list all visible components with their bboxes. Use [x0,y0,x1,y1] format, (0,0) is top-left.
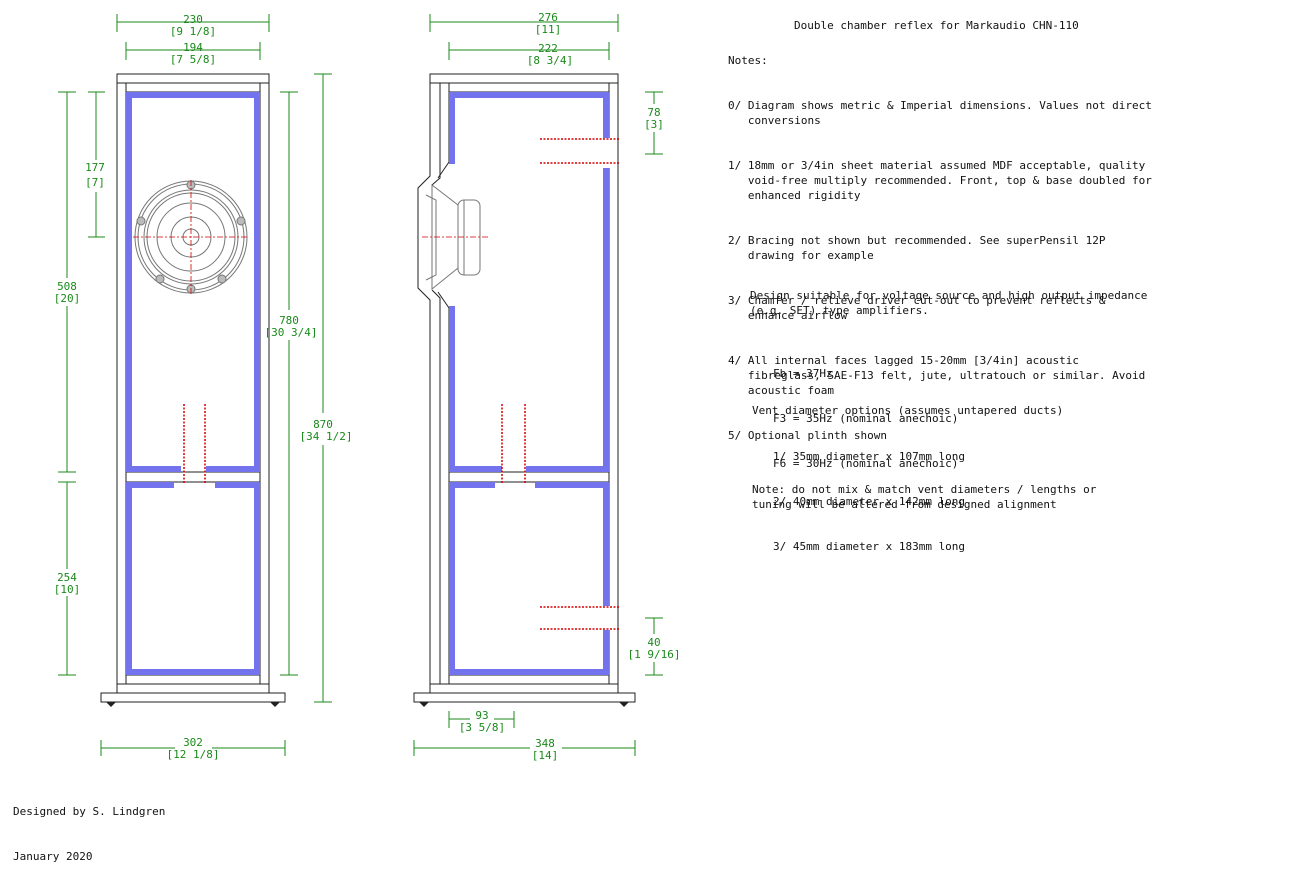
drawing-title: Double chamber reflex for Markaudio CHN-… [794,19,1079,32]
front-plinth [100,692,286,703]
note-3: 3/ Chamfer / relieve driver cut-out to p… [728,294,1106,322]
front-view [100,73,286,707]
side-cabinet-outline [417,73,619,694]
dim-foot-offset: 93 [475,709,488,722]
front-cabinet-outline [116,73,270,694]
vent-option-3: 3/ 45mm diameter x 183mm long [773,540,966,553]
dim-top-vent-offset-imperial: [3] [644,118,664,131]
note-2: 2/ Bracing not shown but recommended. Se… [728,234,1106,262]
credit-date: January 2020 [13,850,93,863]
front-driver [133,180,249,295]
dim-upper-chamber: 508 [57,280,77,293]
dimension-labels: 230 [9 1/8] 194 [7 5/8] 177 [7] 508 [20]… [54,11,681,762]
notes-heading: Notes: [728,54,768,67]
notes-list: 0/ Diagram shows metric & Imperial dimen… [728,68,1152,458]
dim-plinth-width-imperial: [12 1/8] [167,748,220,761]
dim-lower-chamber-imperial: [10] [54,583,81,596]
vent-note: Note: do not mix & match vent diameters … [752,483,1097,511]
dim-total-height-imperial: [34 1/2] [300,430,353,443]
dim-upper-chamber-imperial: [20] [54,292,81,305]
param-f6: F6 = 30Hz (nominal anechoic) [773,457,959,470]
dimension-lines [58,14,663,756]
dim-side-depth-inner-imperial: [8 3/4] [527,54,573,67]
side-vents [501,138,620,630]
vent-options: 1/ 35mm diameter x 107mm long 2/ 40mm di… [773,419,965,569]
dim-bottom-vent-offset: 40 [647,636,660,649]
dim-cabinet-height-imperial: [30 3/4] [265,326,318,339]
side-plinth [413,692,636,703]
dim-side-depth-inner: 222 [538,42,558,55]
dim-front-width-inner: 194 [183,41,203,54]
dim-side-depth-outer-imperial: [11] [535,23,562,36]
credit: Designed by S. Lindgren January 2020 [13,774,165,879]
dim-front-width-inner-imperial: [7 5/8] [170,53,216,66]
dim-plinth-width: 302 [183,736,203,749]
note-1: 1/ 18mm or 3/4in sheet material assumed … [728,159,1152,202]
param-fb: Fb = 37Hz [773,367,833,380]
note-4: 4/ All internal faces lagged 15-20mm [3/… [728,354,1146,397]
cabinet-drawing: 230 [9 1/8] 194 [7 5/8] 177 [7] 508 [20]… [54,11,681,762]
dim-foot-offset-imperial: [3 5/8] [459,721,505,734]
dim-cabinet-height: 780 [279,314,299,327]
dim-side-depth-outer: 276 [538,11,558,24]
side-driver [422,183,488,291]
dim-plinth-depth-imperial: [14] [532,749,559,762]
dim-driver-height: 177 [85,161,105,174]
credit-designer: Designed by S. Lindgren [13,805,166,818]
param-f3: F3 = 35Hz (nominal anechoic) [773,412,959,425]
vent-option-1: 1/ 35mm diameter x 107mm long [773,450,966,463]
dim-top-vent-offset: 78 [647,106,660,119]
note-0: 0/ Diagram shows metric & Imperial dimen… [728,99,1152,127]
front-vent [183,404,206,484]
vent-option-2: 2/ 40mm diameter x 142mm long [773,495,966,508]
dim-plinth-depth: 348 [535,737,555,750]
dim-bottom-vent-offset-imperial: [1 9/16] [628,648,681,661]
vent-heading: Vent diameter options (assumes untapered… [752,404,1064,417]
dim-driver-height-imperial: [7] [85,176,105,189]
note-5: 5/ Optional plinth shown [728,429,887,442]
design-suitability: Design suitable for voltage source and h… [750,289,1148,317]
dim-front-width-outer-imperial: [9 1/8] [170,25,216,38]
dim-total-height: 870 [313,418,333,431]
tuning-params: Fb = 37Hz F3 = 35Hz (nominal anechoic) F… [773,336,958,486]
dim-lower-chamber: 254 [57,571,77,584]
side-view [413,73,636,707]
dim-front-width-outer: 230 [183,13,203,26]
